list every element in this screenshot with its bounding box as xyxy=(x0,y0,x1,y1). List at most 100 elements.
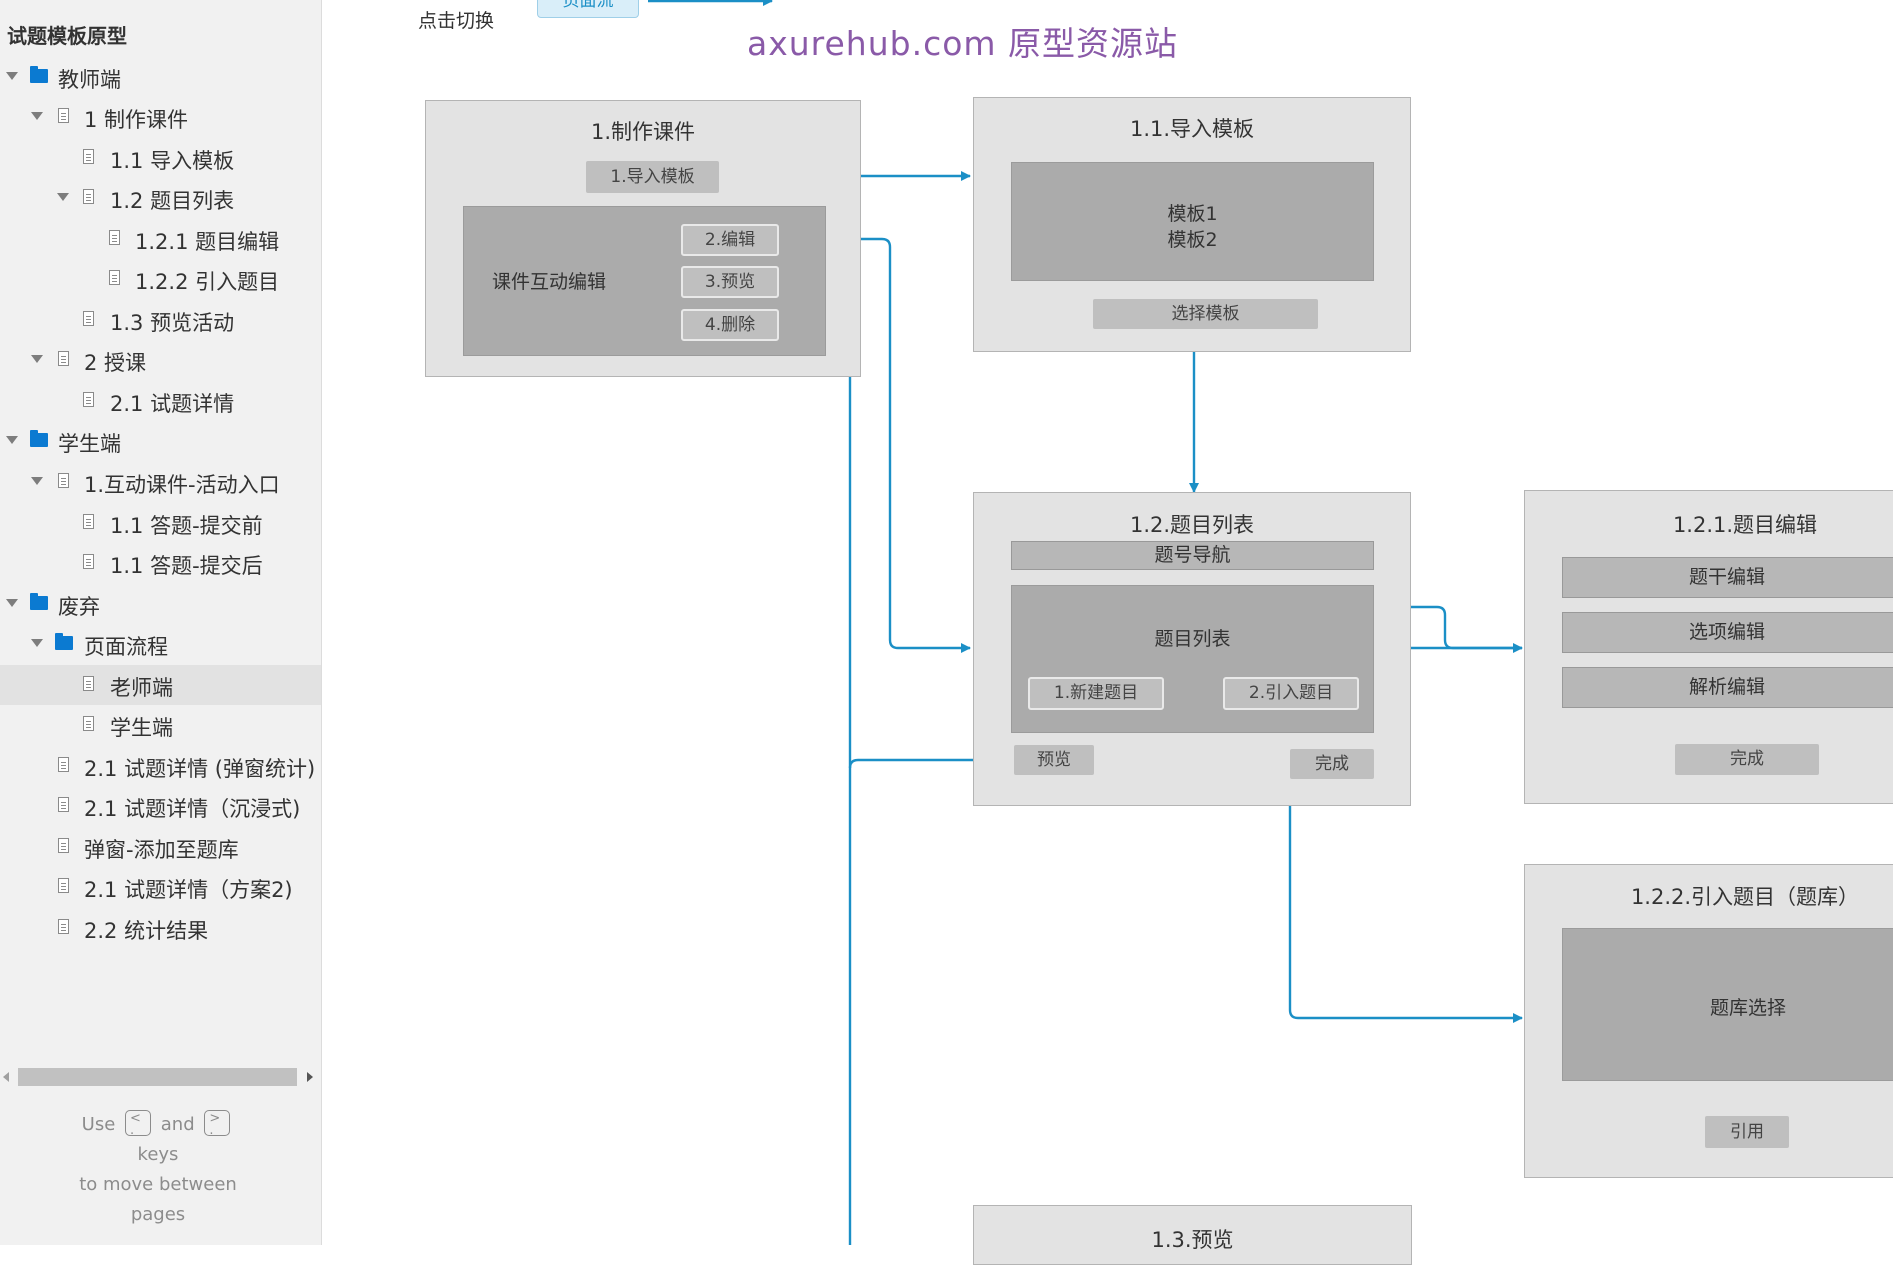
frame-question-edit: 1.2.1.题目编辑 题干编辑 选项编辑 解析编辑 完成 xyxy=(1524,490,1893,804)
frame-title: 1.2.2.引入题目（题库） xyxy=(1630,885,1860,909)
sidebar: 试题模板原型 教师端 1 制作课件 1.1 导入模板 1.2 题目列表 1.2.… xyxy=(0,0,322,1245)
tree-item-label: 1.2.2 引入题目 xyxy=(135,270,280,294)
tree-item-question-list[interactable]: 1.2 题目列表 xyxy=(0,178,321,218)
delete-button[interactable]: 4.删除 xyxy=(681,309,779,341)
page-icon xyxy=(83,149,94,164)
page-flow-chip[interactable]: 页面流 xyxy=(537,0,639,18)
tree-item-detail-immersive[interactable]: 2.1 试题详情（沉浸式) xyxy=(0,786,321,826)
tree-item-import-question[interactable]: 1.2.2 引入题目 xyxy=(0,259,321,299)
tree-item-teaching[interactable]: 2 授课 xyxy=(0,340,321,380)
list-done-button[interactable]: 完成 xyxy=(1290,749,1374,779)
folder-icon xyxy=(30,430,48,447)
expand-arrow-icon[interactable] xyxy=(6,436,18,444)
connector-edit xyxy=(779,237,971,653)
tree-item-answer-before[interactable]: 1.1 答题-提交前 xyxy=(0,503,321,543)
template-2[interactable]: 模板2 xyxy=(1167,229,1218,251)
new-question-button[interactable]: 1.新建题目 xyxy=(1028,677,1164,710)
cite-button[interactable]: 引用 xyxy=(1705,1116,1789,1148)
page-icon xyxy=(83,189,94,204)
folder-icon xyxy=(30,66,48,83)
edit-done-button[interactable]: 完成 xyxy=(1675,744,1819,775)
tree-item-stats-result[interactable]: 2.2 统计结果 xyxy=(0,908,321,948)
scroll-left-arrow-icon[interactable] xyxy=(3,1072,9,1082)
horizontal-scrollbar[interactable] xyxy=(0,1066,321,1088)
stem-edit-bar[interactable]: 题干编辑 xyxy=(1562,557,1893,598)
tree-item-label: 2.1 试题详情（方案2) xyxy=(84,878,293,902)
frame-question-list: 1.2.题目列表 题号导航 题目列表 1.新建题目 2.引入题目 预览 完成 xyxy=(973,492,1411,806)
scrollbar-thumb[interactable] xyxy=(18,1068,297,1086)
tree-item-page-flow[interactable]: 页面流程 xyxy=(0,624,321,664)
hint-keys: keys xyxy=(137,1144,179,1165)
tree-item-label: 1.互动课件-活动入口 xyxy=(84,473,280,497)
tree-item-detail-plan2[interactable]: 2.1 试题详情（方案2) xyxy=(0,867,321,907)
tree-item-label: 2.2 统计结果 xyxy=(84,919,209,943)
tree-item-preview-activity[interactable]: 1.3 预览活动 xyxy=(0,300,321,340)
page-icon xyxy=(58,797,69,812)
import-template-button[interactable]: 1.导入模板 xyxy=(586,161,719,193)
scroll-right-arrow-icon[interactable] xyxy=(307,1072,313,1082)
tree-item-import-template[interactable]: 1.1 导入模板 xyxy=(0,138,321,178)
tree-item-label: 教师端 xyxy=(58,68,121,92)
tree-item-teacher[interactable]: 教师端 xyxy=(0,57,321,97)
tree-item-question-detail[interactable]: 2.1 试题详情 xyxy=(0,381,321,421)
panel-label: 课件互动编辑 xyxy=(492,271,607,293)
frame-title: 1.3.预览 xyxy=(1151,1228,1234,1252)
page-icon xyxy=(58,757,69,772)
tree-item-teacher-flow[interactable]: 老师端 xyxy=(0,665,321,705)
import-question-button[interactable]: 2.引入题目 xyxy=(1223,677,1359,710)
tree-item-label: 学生端 xyxy=(58,432,121,456)
page-icon xyxy=(58,919,69,934)
tree-item-label: 1 制作课件 xyxy=(84,108,189,132)
analysis-edit-bar[interactable]: 解析编辑 xyxy=(1562,667,1893,708)
page-flow-chip-label: 页面流 xyxy=(562,0,614,11)
page-icon xyxy=(58,108,69,123)
tree-item-label: 1.3 预览活动 xyxy=(110,311,235,335)
tree-item-label: 1.1 导入模板 xyxy=(110,149,235,173)
question-bank-panel[interactable]: 题库选择 xyxy=(1562,928,1893,1081)
page-icon xyxy=(83,311,94,326)
expand-arrow-icon[interactable] xyxy=(57,193,69,201)
page-icon xyxy=(58,351,69,366)
page-icon xyxy=(109,270,120,285)
expand-arrow-icon[interactable] xyxy=(6,599,18,607)
page-icon xyxy=(83,514,94,529)
hint-and: and xyxy=(160,1114,195,1135)
tree-item-student-flow[interactable]: 学生端 xyxy=(0,705,321,745)
hint-pages: pages xyxy=(130,1204,186,1225)
tree-item-label: 老师端 xyxy=(110,676,173,700)
expand-arrow-icon[interactable] xyxy=(6,72,18,80)
expand-arrow-icon[interactable] xyxy=(31,112,43,120)
tree-item-activity-entry[interactable]: 1.互动课件-活动入口 xyxy=(0,462,321,502)
list-preview-button[interactable]: 预览 xyxy=(1014,745,1094,775)
left-key-icon: < · xyxy=(125,1110,152,1142)
prototype-canvas: 点击切换 页面流 axurehub.com 原型资源站 1.制作课件 1.导入模… xyxy=(322,0,1893,1265)
tree-item-label: 学生端 xyxy=(110,716,173,740)
tree-item-make-courseware[interactable]: 1 制作课件 xyxy=(0,97,321,137)
template-1[interactable]: 模板1 xyxy=(1167,203,1218,225)
expand-arrow-icon[interactable] xyxy=(31,355,43,363)
tree-item-answer-after[interactable]: 1.1 答题-提交后 xyxy=(0,543,321,583)
frame-question-bank: 1.2.2.引入题目（题库） 题库选择 引用 xyxy=(1524,864,1893,1178)
tree-item-student[interactable]: 学生端 xyxy=(0,421,321,461)
tree-item-detail-popup-stats[interactable]: 2.1 试题详情 (弹窗统计) xyxy=(0,746,321,786)
expand-arrow-icon[interactable] xyxy=(31,639,43,647)
tree-item-label: 页面流程 xyxy=(84,635,168,659)
courseware-edit-panel: 课件互动编辑 2.编辑 3.预览 4.删除 xyxy=(463,206,826,356)
tree-item-add-to-bank-popup[interactable]: 弹窗-添加至题库 xyxy=(0,827,321,867)
edit-button[interactable]: 2.编辑 xyxy=(681,224,779,256)
connector-import-question xyxy=(1288,711,1523,1023)
expand-arrow-icon[interactable] xyxy=(31,477,43,485)
select-template-button[interactable]: 选择模板 xyxy=(1093,299,1318,329)
preview-button[interactable]: 3.预览 xyxy=(681,266,779,298)
tree-item-label: 1.1 答题-提交前 xyxy=(110,514,263,538)
tree-item-deprecated[interactable]: 废弃 xyxy=(0,584,321,624)
tree-item-label: 废弃 xyxy=(58,595,100,619)
sidebar-title: 试题模板原型 xyxy=(7,24,127,48)
frame-make-courseware: 1.制作课件 1.导入模板 课件互动编辑 2.编辑 3.预览 4.删除 xyxy=(425,100,861,377)
tree-item-label: 2.1 试题详情 xyxy=(110,392,235,416)
page-icon xyxy=(83,676,94,691)
tree-item-question-edit[interactable]: 1.2.1 题目编辑 xyxy=(0,219,321,259)
question-nav-bar[interactable]: 题号导航 xyxy=(1011,541,1374,570)
options-edit-bar[interactable]: 选项编辑 xyxy=(1562,612,1893,653)
page-icon xyxy=(83,392,94,407)
